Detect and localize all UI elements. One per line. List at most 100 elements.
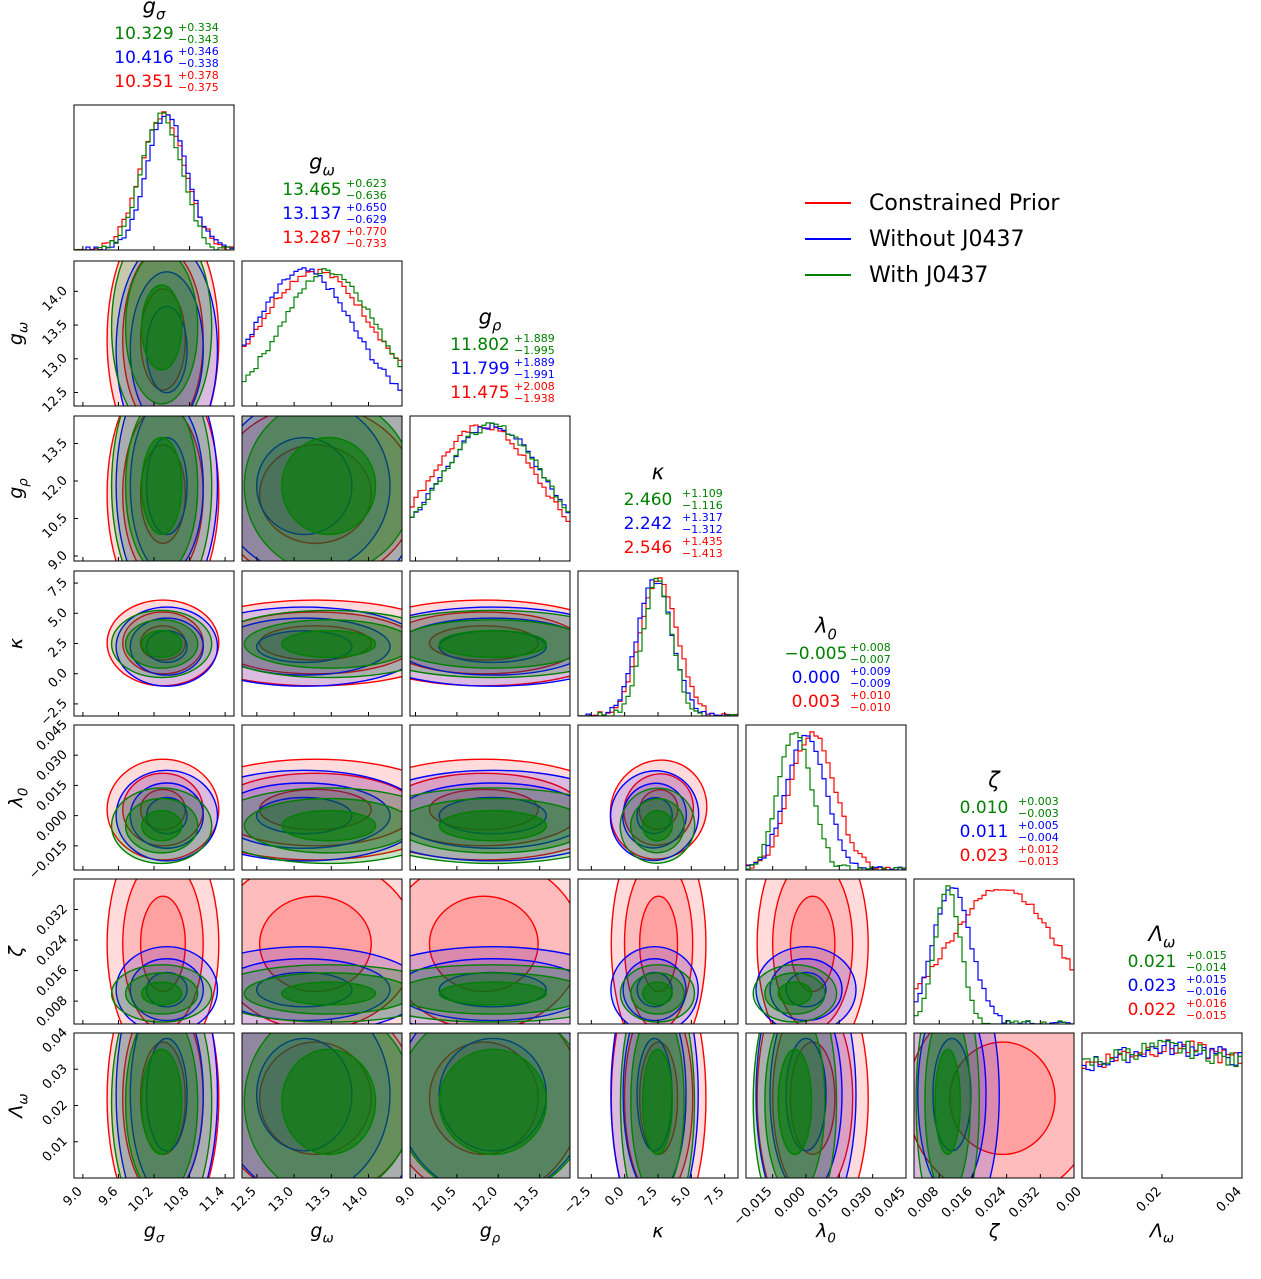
panel-g_sigma-g_omega	[106, 261, 220, 406]
label-main: ζ	[5, 945, 27, 958]
stat-plus-Lambda_omega: +0.016	[1186, 997, 1227, 1010]
stat-plus-g_omega: +0.770	[346, 225, 387, 238]
legend-item-without-j0437: Without J0437	[805, 221, 1059, 257]
y-tick-label: 0.016	[34, 963, 71, 1000]
x-tick-label: 0.032	[1006, 1184, 1043, 1221]
label-main: g	[310, 1220, 322, 1242]
y-tick-label: 0.0	[46, 666, 71, 691]
hist-kappa-series-2	[578, 577, 738, 716]
panel-frame	[913, 1032, 1075, 1179]
panel-frame	[241, 878, 403, 1025]
label-main: Λ	[5, 1105, 27, 1120]
stat-plus-g_sigma: +0.378	[178, 69, 219, 82]
stat-plus-kappa: +1.435	[682, 535, 723, 548]
stat-plus-lambda0: +0.010	[850, 689, 891, 702]
stat-plus-kappa: +1.317	[682, 511, 723, 524]
legend-item-constrained-prior: Constrained Prior	[805, 185, 1059, 221]
x-tick-label: 10.2	[126, 1184, 157, 1215]
label-sub: ω	[17, 1093, 32, 1104]
panel-frame	[409, 1032, 571, 1179]
x-tick-label: 12.0	[470, 1184, 501, 1215]
x-tick-label: 5.0	[669, 1184, 694, 1209]
x-tick-label: 10.5	[429, 1184, 460, 1215]
contour-g_omega-g_rho-series-2	[281, 436, 377, 536]
stat-median-g_omega: 13.465	[282, 180, 341, 200]
label-sub: ω	[323, 162, 335, 179]
title-zeta: ζ	[987, 768, 1001, 792]
panel-frame	[241, 724, 403, 871]
stat-minus-g_rho: −1.995	[514, 344, 555, 357]
panel-g_rho-Lambda_omega	[410, 1033, 570, 1178]
contour-lambda0-zeta-series-0	[789, 895, 836, 993]
stat-minus-g_sigma: −0.375	[178, 81, 219, 94]
title-g_sigma: gσ	[143, 0, 166, 23]
label-main: Λ	[1147, 922, 1163, 946]
stat-median-g_omega: 13.137	[282, 204, 341, 224]
contour-g_sigma-g_rho-series-2	[140, 436, 183, 536]
label-sub: σ	[156, 1232, 165, 1247]
panel-g_sigma-zeta	[106, 879, 220, 1024]
panel-g_sigma-lambda0	[106, 758, 220, 865]
stat-minus-g_omega: −0.733	[346, 237, 387, 250]
stat-median-g_sigma: 10.416	[114, 48, 173, 68]
contour-kappa-zeta-series-0	[610, 879, 707, 1024]
x-tick-label: 0.015	[805, 1184, 842, 1221]
label-sub: ω	[1163, 1232, 1174, 1247]
x-tick-label: 13.0	[266, 1184, 297, 1215]
contour-kappa-Lambda_omega-series-2	[641, 1048, 673, 1156]
x-tick-label: 9.0	[393, 1184, 418, 1209]
legend-item-with-j0437: With J0437	[805, 257, 1059, 293]
stat-plus-g_omega: +0.650	[346, 201, 387, 214]
stat-median-g_sigma: 10.329	[114, 24, 173, 44]
stat-plus-g_rho: +1.889	[514, 356, 555, 369]
contour-g_rho-kappa-series-2	[438, 629, 548, 659]
panel-g_omega-g_rho	[242, 416, 402, 561]
label-main: λ	[814, 614, 827, 638]
panel-frame	[409, 878, 571, 1025]
x-tick-label: 0.045	[872, 1184, 909, 1221]
panel-zeta-Lambda_omega	[914, 1033, 1074, 1178]
y-tick-label: 12.5	[40, 385, 71, 416]
y-tick-label: 0.000	[34, 808, 71, 845]
contour-g_sigma-zeta-series-2	[140, 981, 183, 1006]
stat-minus-lambda0: −0.007	[850, 653, 891, 666]
x-tick-label: 0.04	[1214, 1184, 1245, 1215]
x-axis-label-zeta: ζ	[988, 1220, 1001, 1242]
contour-g_sigma-Lambda_omega-series-2	[140, 1048, 183, 1156]
panel-frame	[577, 570, 739, 717]
x-tick-label: 9.0	[60, 1184, 85, 1209]
y-tick-label: 0.03	[40, 1061, 71, 1092]
stat-median-Lambda_omega: 0.022	[1128, 1000, 1177, 1020]
legend-swatch-red	[805, 202, 851, 204]
stat-plus-lambda0: +0.009	[850, 665, 891, 678]
stat-plus-g_omega: +0.623	[346, 177, 387, 190]
panel-g_omega-Lambda_omega	[242, 1033, 402, 1178]
panel-Lambda_omega-Lambda_omega	[1082, 1039, 1242, 1072]
hist-lambda0-series-1	[746, 734, 906, 870]
stat-median-kappa: 2.546	[624, 538, 673, 558]
stat-minus-g_omega: −0.629	[346, 213, 387, 226]
stat-median-g_rho: 11.802	[450, 335, 509, 355]
label-sub: 0	[828, 626, 837, 643]
hist-lambda0-series-0	[746, 731, 906, 870]
y-axis-label-g_omega: gω	[5, 322, 32, 345]
y-tick-label: 9.0	[46, 548, 71, 573]
panel-g_rho-kappa	[410, 599, 570, 687]
legend-label: Constrained Prior	[869, 190, 1060, 216]
contour-g_omega-Lambda_omega-series-2	[281, 1048, 377, 1156]
panel-g_omega-kappa	[242, 599, 402, 687]
label-main: λ	[5, 796, 27, 808]
x-tick-label: 12.5	[229, 1184, 260, 1215]
hist-g_rho-series-2	[410, 422, 570, 518]
stat-minus-zeta: −0.003	[1018, 807, 1059, 820]
x-tick-label: 10.8	[161, 1184, 192, 1215]
y-tick-label: 7.5	[46, 575, 71, 600]
panel-kappa-Lambda_omega	[610, 1033, 707, 1178]
label-sub: ω	[17, 322, 32, 333]
contour-kappa-zeta-series-0	[623, 879, 694, 1024]
stat-minus-kappa: −1.413	[682, 547, 723, 560]
panel-frame	[241, 1032, 403, 1179]
x-axis-label-lambda0: λ0	[815, 1220, 836, 1247]
stat-median-zeta: 0.023	[960, 846, 1009, 866]
